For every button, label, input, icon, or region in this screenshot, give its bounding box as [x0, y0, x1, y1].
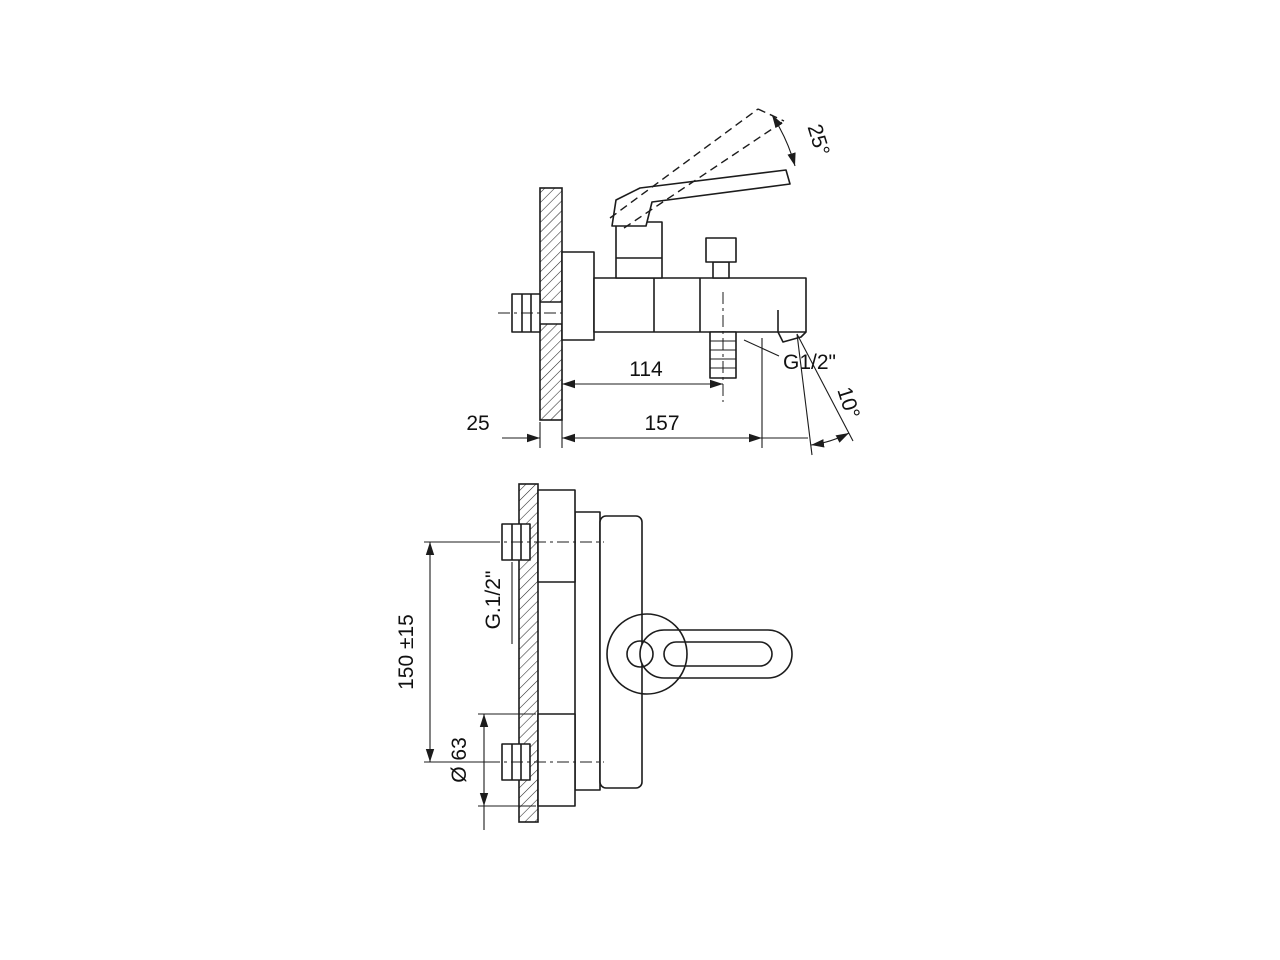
dim-150-label: 150 ±15	[395, 614, 418, 690]
dim-63: Ø 63	[448, 713, 536, 830]
wall-section-hatch-front	[518, 483, 539, 823]
lever-handle-front	[606, 613, 793, 695]
spout-outlet	[777, 331, 807, 343]
bottom-outlet-pipe	[709, 292, 737, 402]
spout-angle-label: 10°	[832, 384, 864, 421]
dim-157: 157	[562, 338, 808, 448]
front-view: 150 ±15 G.1/2" Ø 63	[395, 483, 793, 830]
label-outlet-thread: G1/2"	[743, 339, 836, 374]
dim-25-label: 25	[466, 412, 489, 435]
lever-handle-raised	[609, 108, 785, 229]
handle-angle-label: 25°	[803, 122, 834, 159]
dim-157-label: 157	[644, 412, 679, 435]
bottom-flange	[537, 713, 576, 807]
body-back-plate	[574, 511, 601, 791]
label-inlet-thread: G.1/2"	[482, 562, 513, 644]
inlet-thread-label: G.1/2"	[482, 571, 505, 630]
lever-handle	[611, 169, 791, 227]
top-flange	[537, 489, 576, 583]
cartridge	[615, 221, 663, 279]
wall-flange	[561, 251, 595, 341]
side-view: 25° 114 157	[466, 108, 864, 456]
dim-25: 25	[466, 412, 541, 448]
diverter-knob	[705, 237, 737, 279]
dim-150: 150 ±15	[395, 541, 498, 763]
outlet-thread-label: G1/2"	[783, 351, 836, 374]
dim-114: 114	[561, 346, 723, 448]
dim-114-label: 114	[629, 358, 663, 381]
flange-diameter-label: Ø 63	[448, 737, 471, 783]
